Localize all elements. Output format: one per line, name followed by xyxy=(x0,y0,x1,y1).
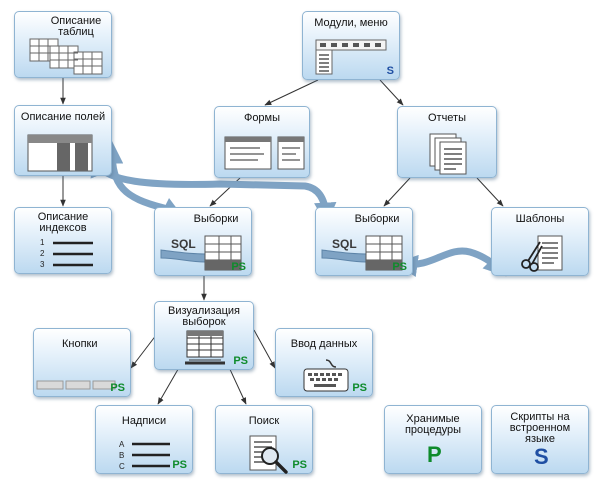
node-templates[interactable]: Шаблоны xyxy=(491,207,589,276)
forms-icon xyxy=(224,136,305,170)
node-indexes[interactable]: Описание индексов 1 2 3 xyxy=(14,207,112,274)
connector-modules-forms xyxy=(264,79,319,106)
search-document-icon xyxy=(249,435,288,474)
caption-letter-b: B xyxy=(119,451,124,460)
ps-badge: PS xyxy=(392,261,407,273)
ps-badge: PS xyxy=(231,261,246,273)
node-reports[interactable]: Отчеты xyxy=(397,106,497,178)
node-visualization-label: Визуализация выборок xyxy=(167,305,241,328)
node-forms-label: Формы xyxy=(243,112,281,124)
monitor-table-icon xyxy=(185,330,225,365)
node-tables-label: Описание таблиц xyxy=(50,15,102,38)
ps-badge: PS xyxy=(292,459,307,471)
flow-arrow-queries-templates xyxy=(395,247,507,277)
lettered-list-icon: A B C xyxy=(119,440,170,471)
node-modules[interactable]: Модули, меню S xyxy=(302,11,400,80)
node-stored-procs[interactable]: Хранимые процедуры P xyxy=(384,405,482,474)
index-num-3: 3 xyxy=(40,260,45,269)
node-buttons-label: Кнопки xyxy=(62,338,98,350)
caption-letter-c: C xyxy=(119,462,125,471)
node-search-label: Поиск xyxy=(248,415,280,427)
fields-table-icon xyxy=(27,134,93,172)
ps-badge: PS xyxy=(233,355,248,367)
caption-letter-a: A xyxy=(119,440,125,449)
node-fields[interactable]: Описание полей xyxy=(14,105,112,176)
buttons-row-icon xyxy=(36,380,116,390)
sql-text: SQL xyxy=(332,237,357,251)
node-scripts[interactable]: Скрипты на встроенном языке S xyxy=(491,405,589,474)
node-queries-left[interactable]: Выборки SQL PS xyxy=(154,207,252,276)
node-queries-right[interactable]: Выборки SQL PS xyxy=(315,207,413,276)
index-num-1: 1 xyxy=(40,238,45,247)
node-reports-label: Отчеты xyxy=(427,112,467,124)
node-data-entry-label: Ввод данных xyxy=(290,338,358,350)
node-queries-left-label: Выборки xyxy=(193,213,239,225)
connector-reports-templates xyxy=(476,177,504,207)
node-stored-procs-label: Хранимые процедуры xyxy=(404,413,462,436)
keyboard-icon xyxy=(303,359,349,392)
node-modules-label: Модули, меню xyxy=(314,17,388,29)
node-visualization[interactable]: Визуализация выборок PS xyxy=(154,301,254,370)
s-badge: S xyxy=(386,65,394,77)
node-scripts-label: Скрипты на встроенном языке xyxy=(509,411,571,445)
node-search[interactable]: Поиск PS xyxy=(215,405,313,474)
index-num-2: 2 xyxy=(40,249,45,258)
p-badge: P xyxy=(427,442,442,467)
node-data-entry[interactable]: Ввод данных PS xyxy=(275,328,373,397)
node-captions[interactable]: Надписи A B C PS xyxy=(95,405,193,474)
scissors-document-icon xyxy=(521,235,563,272)
node-fields-label: Описание полей xyxy=(20,111,106,123)
sql-text: SQL xyxy=(171,237,196,251)
connector-visualization-entry xyxy=(253,329,276,369)
connector-modules-reports xyxy=(379,79,404,106)
reports-stack-icon xyxy=(429,133,467,175)
node-queries-right-label: Выборки xyxy=(354,213,400,225)
tables-stack-icon xyxy=(29,38,103,75)
node-buttons[interactable]: Кнопки PS xyxy=(33,328,131,397)
sql-query-icon: SQL xyxy=(321,235,403,271)
menu-window-icon xyxy=(315,39,387,75)
ps-badge: PS xyxy=(352,382,367,394)
numbered-list-icon: 1 2 3 xyxy=(40,238,93,269)
node-forms[interactable]: Формы xyxy=(214,106,310,178)
ps-badge: PS xyxy=(110,382,125,394)
s-badge-large: S xyxy=(534,444,549,469)
sql-query-icon: SQL xyxy=(160,235,242,271)
connector-reports-queries xyxy=(383,177,411,207)
node-captions-label: Надписи xyxy=(121,415,167,427)
node-indexes-label: Описание индексов xyxy=(37,211,89,234)
node-tables[interactable]: Описание таблиц xyxy=(14,11,112,78)
ps-badge: PS xyxy=(172,459,187,471)
node-templates-label: Шаблоны xyxy=(515,213,565,225)
